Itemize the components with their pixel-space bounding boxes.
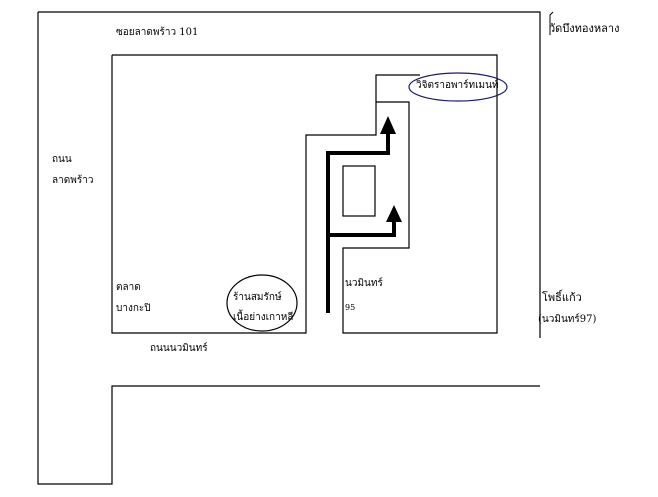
route-arrow-upper [380, 116, 396, 134]
route-path [326, 128, 390, 313]
nawamin-97-label: (นวมินทร์97) [538, 314, 597, 325]
temple-marker [549, 11, 554, 35]
bang-kapi-label: บางกะปิ [116, 303, 151, 314]
lat-phrao-label: ลาดพร้าว [52, 175, 94, 186]
talat-label: ตลาด [116, 282, 141, 293]
lat-phrao-road [37, 12, 540, 485]
soi-101-label: ซอยลาดพร้าว 101 [116, 27, 199, 38]
soi-101-road [38, 11, 541, 338]
nawamin-95-number: 95 [345, 303, 356, 312]
shop-name-label: ร้านสมรักษ์ [233, 292, 282, 303]
route-arrow-lower [386, 205, 402, 222]
thanon-label: ถนน [52, 154, 72, 165]
building [342, 165, 376, 217]
route-branch [330, 217, 396, 237]
pho-kaew-label: โพธิ์แก้ว [542, 291, 582, 304]
shop-type-label: เนื้อย่างเกาหลี [233, 312, 294, 323]
apartment-circle [408, 72, 508, 102]
block-outline-left [112, 54, 498, 334]
wat-bueng-thonglang-label: วัดบึงทองหลาง [549, 22, 620, 35]
nawamin-road-label: ถนนนวมินทร์ [150, 343, 208, 354]
nawamin-95-label: นวมินทร์ [345, 278, 383, 289]
block-outline-main [111, 55, 377, 334]
wijit-apartment-label: วิจิตราอพาร์ทเมนท์ [416, 80, 499, 91]
shop-circle [226, 274, 298, 332]
